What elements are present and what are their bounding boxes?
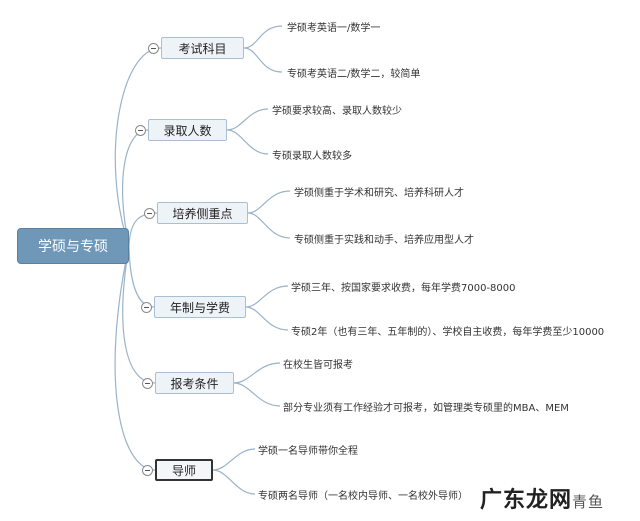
watermark-sub: 青鱼 [572, 493, 605, 511]
connector-branch-2-leaf-2 [226, 129, 269, 155]
connector-root-branch-5 [122, 245, 156, 384]
watermark-main: 广东龙网 [480, 488, 573, 513]
connector-branch-5-leaf-2 [233, 382, 281, 407]
leaf-1-1[interactable]: 学硕考英语一/数学一 [287, 23, 381, 34]
connector-branch-2-leaf-1 [226, 108, 269, 131]
leaf-2-2[interactable]: 专硕录取人数较多 [272, 151, 352, 162]
connector-root-branch-3 [128, 212, 158, 247]
leaf-6-1[interactable]: 学硕一名导师带你全程 [258, 446, 358, 457]
connector-root-branch-4 [128, 245, 155, 308]
connector-root-branch-6 [114, 245, 156, 471]
branch-topic-6[interactable]: 导师 [155, 459, 213, 481]
collapse-toggle-4[interactable] [141, 302, 152, 313]
connector-branch-1-leaf-2 [243, 47, 283, 73]
leaf-4-1[interactable]: 学硕三年、按国家要求收费，每年学费7000-8000 [291, 283, 516, 294]
connector-branch-3-leaf-2 [247, 212, 291, 239]
leaf-1-2[interactable]: 专硕考英语二/数学二，较简单 [287, 69, 421, 80]
connector-root-branch-1 [114, 47, 162, 247]
leaf-2-1[interactable]: 学硕要求较高、录取人数较少 [272, 106, 402, 117]
leaf-5-2[interactable]: 部分专业须有工作经验才可报考，如管理类专硕里的MBA、MEM [283, 403, 569, 414]
root-topic[interactable]: 学硕与专硕 [17, 228, 129, 264]
leaf-3-2[interactable]: 专硕侧重于实践和动手、培养应用型人才 [294, 235, 474, 246]
connector-branch-5-leaf-1 [233, 362, 281, 384]
branch-topic-4[interactable]: 年制与学费 [154, 296, 246, 318]
collapse-toggle-2[interactable] [135, 125, 146, 136]
branch-topic-1[interactable]: 考试科目 [161, 37, 244, 59]
collapse-toggle-1[interactable] [148, 43, 159, 54]
connector-branch-1-leaf-1 [243, 25, 283, 49]
connector-branch-3-leaf-1 [247, 190, 291, 214]
leaf-6-2[interactable]: 专硕两名导师（一名校内导师、一名校外导师） [258, 491, 468, 502]
watermark: 广东龙网青鱼 [480, 482, 604, 514]
collapse-toggle-3[interactable] [144, 208, 155, 219]
collapse-toggle-6[interactable] [142, 465, 153, 476]
collapse-toggle-5[interactable] [142, 378, 153, 389]
leaf-4-2[interactable]: 专硕2年（也有三年、五年制的）、学校自主收费，每年学费至少10000 [291, 327, 605, 338]
branch-topic-2[interactable]: 录取人数 [148, 119, 227, 141]
branch-topic-3[interactable]: 培养侧重点 [157, 202, 248, 224]
leaf-3-1[interactable]: 学硕侧重于学术和研究、培养科研人才 [294, 188, 464, 199]
branch-topic-5[interactable]: 报考条件 [155, 372, 234, 394]
connector-branch-4-leaf-2 [245, 306, 289, 331]
connector-branch-4-leaf-1 [245, 285, 289, 308]
connector-branch-6-leaf-2 [212, 469, 256, 495]
connector-branch-6-leaf-1 [212, 448, 256, 471]
leaf-5-1[interactable]: 在校生皆可报考 [283, 360, 353, 371]
